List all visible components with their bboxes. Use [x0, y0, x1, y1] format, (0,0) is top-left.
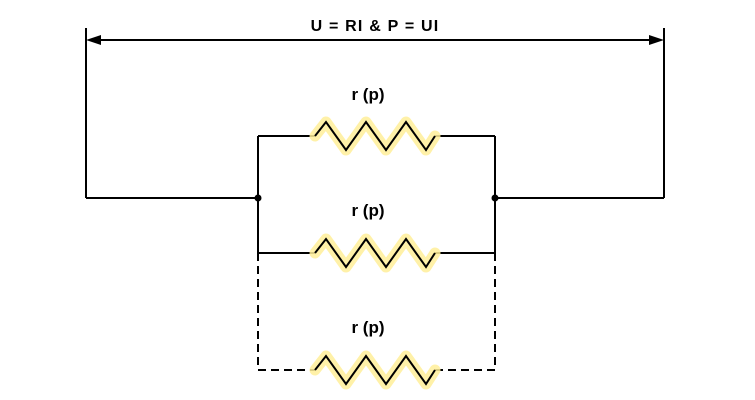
arrowhead-left-icon — [86, 35, 101, 45]
branch-top: r (p) — [258, 85, 495, 156]
resistor-zigzag-icon — [314, 237, 436, 269]
node-dot-left — [254, 194, 262, 202]
resistor-label: r (p) — [351, 318, 384, 337]
resistor-label: r (p) — [351, 201, 384, 220]
branch-middle: r (p) — [258, 201, 495, 273]
arrowhead-right-icon — [649, 35, 664, 45]
branch-bottom: r (p) — [258, 318, 495, 390]
resistor-zigzag-icon — [314, 120, 436, 152]
resistor-zigzag-icon — [314, 354, 436, 386]
node-dot-right — [491, 194, 499, 202]
formula-label: U = RI & P = UI — [311, 18, 440, 35]
resistor-label: r (p) — [351, 85, 384, 104]
